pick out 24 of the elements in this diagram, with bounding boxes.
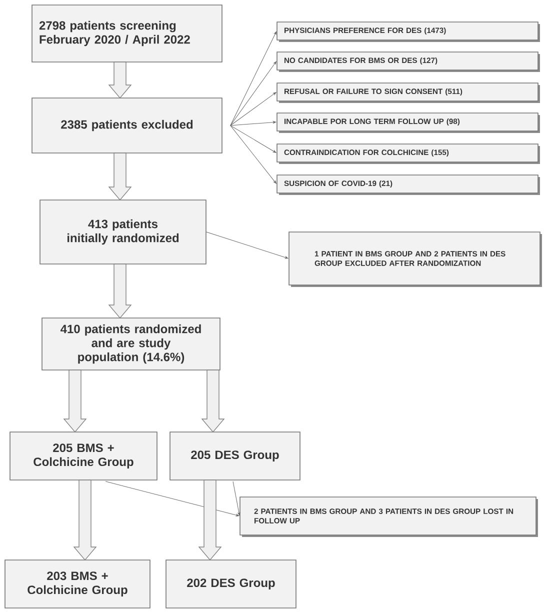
arrow [105, 481, 240, 516]
process-box: 203 BMS + Colchicine Group [4, 560, 150, 608]
arrow [230, 61, 276, 126]
process-box: 410 patients randomized and are study population (14.6%) [42, 318, 220, 370]
block-arrow [201, 370, 225, 433]
block-arrow [108, 264, 132, 319]
arrow [230, 31, 277, 126]
process-box: 205 BMS + Colchicine Group [10, 432, 158, 480]
arrow [230, 125, 276, 184]
arrow [230, 125, 276, 153]
arrow [230, 92, 276, 126]
arrow [232, 481, 240, 516]
block-arrow [108, 152, 132, 201]
arrow [230, 121, 276, 126]
process-box: 205 DES Group [170, 432, 300, 480]
process-box: 2385 patients excluded [32, 98, 222, 154]
arrow [206, 232, 288, 259]
block-arrow [198, 480, 222, 561]
process-box: 2798 patients screening February 2020 / April 2022 [32, 4, 222, 62]
process-box: 413 patients initially randomized [40, 200, 206, 264]
block-arrow [108, 62, 132, 99]
process-box: 202 DES Group [166, 560, 296, 608]
block-arrow [73, 480, 97, 561]
block-arrow [63, 370, 87, 433]
